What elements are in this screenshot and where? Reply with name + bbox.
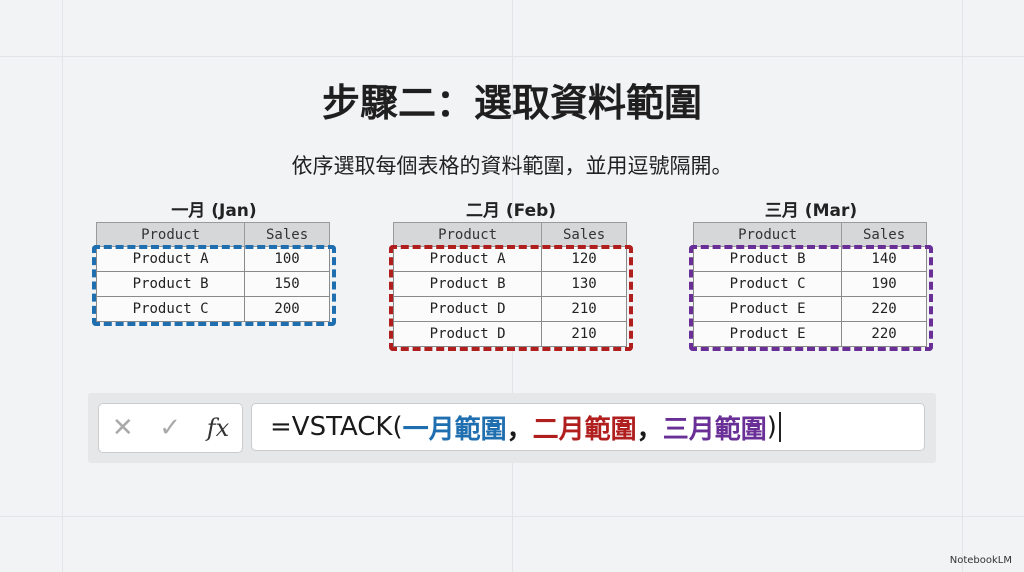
table-label: 二月 (Feb) xyxy=(465,201,557,221)
column-header[interactable]: Sales xyxy=(841,222,927,247)
table-cell[interactable]: Product C xyxy=(95,296,246,322)
formula-arg-mar: 三月範圍 xyxy=(662,414,767,445)
column-header[interactable]: Product xyxy=(692,222,843,247)
table-cell[interactable]: 210 xyxy=(541,321,627,347)
text-cursor xyxy=(778,412,781,442)
table-cell[interactable]: 220 xyxy=(841,296,927,322)
table-cell[interactable]: Product E xyxy=(692,296,843,322)
formula-separator: ， xyxy=(506,414,533,445)
table-cell[interactable]: 140 xyxy=(841,246,927,272)
table-label: 一月 (Jan) xyxy=(171,201,257,221)
table-cell[interactable]: 200 xyxy=(244,296,330,322)
table-cell[interactable]: Product B xyxy=(692,246,843,272)
formula-separator: ， xyxy=(636,414,663,445)
table-cell[interactable]: Product D xyxy=(392,321,543,347)
column-header[interactable]: Sales xyxy=(244,222,330,247)
brand-watermark: NotebookLM xyxy=(949,555,1012,566)
column-header[interactable]: Product xyxy=(392,222,543,247)
formula-input[interactable]: =VSTACK( 一月範圍 ， 二月範圍 ， 三月範圍 ) xyxy=(251,403,925,451)
table-cell[interactable]: Product C xyxy=(692,271,843,297)
formula-arg-feb: 二月範圍 xyxy=(532,414,637,445)
table-cell[interactable]: Product A xyxy=(95,246,246,272)
table-cell[interactable]: 150 xyxy=(244,271,330,297)
table-cell[interactable]: Product A xyxy=(392,246,543,272)
table-cell[interactable]: 220 xyxy=(841,321,927,347)
page-title: 步驟二：選取資料範圍 xyxy=(321,81,702,125)
formula-buttons: ✕ ✓ fx xyxy=(98,403,243,453)
formula-suffix: ) xyxy=(766,412,777,442)
table-cell[interactable]: 130 xyxy=(541,271,627,297)
check-icon[interactable]: ✓ xyxy=(159,413,182,443)
table-cell[interactable]: 210 xyxy=(541,296,627,322)
table-label: 三月 (Mar) xyxy=(764,201,858,221)
table-cell[interactable]: Product D xyxy=(392,296,543,322)
formula-bar: ✕ ✓ fx =VSTACK( 一月範圍 ， 二月範圍 ， 三月範圍 ) xyxy=(88,393,936,463)
table-cell[interactable]: Product B xyxy=(95,271,246,297)
column-header[interactable]: Product xyxy=(95,222,246,247)
fx-icon[interactable]: fx xyxy=(206,414,230,442)
table-cell[interactable]: Product B xyxy=(392,271,543,297)
table-cell[interactable]: Product E xyxy=(692,321,843,347)
formula-arg-jan: 一月範圍 xyxy=(402,414,507,445)
table-cell[interactable]: 100 xyxy=(244,246,330,272)
subtitle: 依序選取每個表格的資料範圍，並用逗號隔開。 xyxy=(291,154,733,178)
column-header[interactable]: Sales xyxy=(541,222,627,247)
cancel-icon[interactable]: ✕ xyxy=(111,413,134,443)
table-cell[interactable]: 190 xyxy=(841,271,927,297)
table-cell[interactable]: 120 xyxy=(541,246,627,272)
formula-prefix: =VSTACK( xyxy=(270,412,403,442)
